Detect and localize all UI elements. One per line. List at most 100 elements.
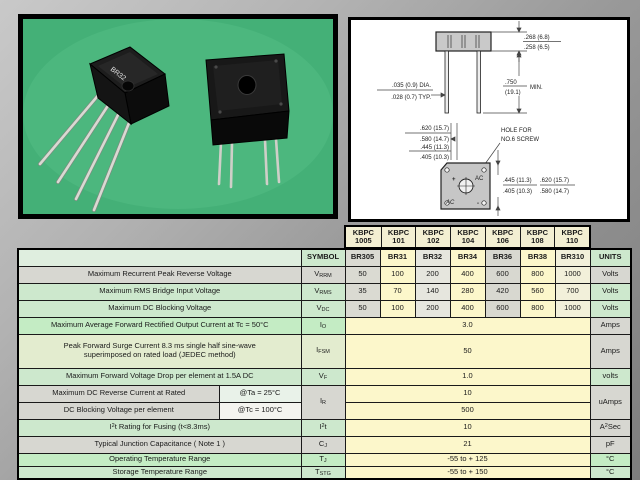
dim-label: (19.1)	[505, 90, 521, 96]
spec-value: 600	[484, 265, 521, 284]
bottom-view: + AC AC -	[440, 162, 491, 210]
device-side-face	[89, 62, 132, 126]
dim-body-width	[405, 123, 458, 160]
lead-wire	[229, 141, 234, 189]
dim-label: .620 (15.7)	[420, 126, 449, 132]
dim-label: .028 (0.7) TYP.	[391, 95, 431, 101]
spec-value: 1000	[554, 299, 591, 318]
dimension-drawing: .268 (6.8) .258 (6.5) .750 (19.1) MIN. .…	[377, 21, 575, 216]
corner-hole	[481, 167, 487, 173]
spec-unit: Volts	[589, 265, 632, 284]
model-header: BR305	[344, 248, 381, 267]
spec-value: 500	[344, 401, 591, 420]
spec-value: 70	[379, 282, 416, 301]
hole-note: HOLE FOR	[501, 128, 532, 134]
dim-label: MIN.	[530, 85, 543, 91]
spec-desc: Typical Junction Capacitance ( Note 1 )	[17, 435, 302, 454]
spec-value: 1.0	[344, 367, 591, 386]
spec-value: 280	[449, 282, 486, 301]
dim-label: .445 (11.3)	[420, 145, 449, 151]
lead-wire	[38, 90, 103, 166]
dim-label: .580 (14.7)	[540, 189, 569, 195]
spec-desc: Maximum Average Forward Rectified Output…	[17, 316, 302, 335]
spec-value: 10	[344, 418, 591, 437]
spec-unit: Amps	[589, 333, 632, 369]
spec-value: 50	[344, 299, 381, 318]
spec-value: 400	[449, 265, 486, 284]
product-photo: BR32	[18, 14, 338, 219]
bridge-rectifier-right	[205, 53, 290, 189]
spec-table: SYMBOL BR305 BR31 BR32 BR34 BR36 BR38 BR…	[17, 248, 632, 480]
units-header: UNITS	[589, 248, 632, 267]
lead-wire	[263, 138, 269, 186]
spec-desc: DC Blocking Voltage per element	[17, 401, 220, 420]
spec-unit: volts	[589, 367, 632, 386]
model-header: BR38	[519, 248, 556, 267]
spec-row-ir-a: Maximum DC Reverse Current at Rated @Ta …	[17, 384, 632, 420]
mounting-hole	[237, 75, 257, 95]
spec-value: -55 to + 125	[344, 452, 591, 467]
spec-value: 800	[519, 299, 556, 318]
spec-value: 10	[344, 384, 591, 403]
spec-unit: pF	[589, 435, 632, 454]
spec-value: 700	[554, 282, 591, 301]
dim-label: .405 (10.3)	[503, 189, 532, 195]
spec-unit: °C	[589, 465, 632, 480]
spec-unit: A2Sec	[589, 418, 632, 437]
spec-unit: Volts	[589, 299, 632, 318]
spec-row-vrrm: Maximum Recurrent Peak Reverse Voltage V…	[17, 265, 632, 284]
dimension-drawing-panel: .268 (6.8) .258 (6.5) .750 (19.1) MIN. .…	[348, 17, 630, 222]
hole-note: NO.6 SCREW	[501, 137, 539, 143]
spec-unit: Amps	[589, 316, 632, 335]
dim-bottom	[495, 150, 575, 216]
dim-body-height	[491, 21, 561, 62]
spec-value: 3.0	[344, 316, 591, 335]
body-side-view	[435, 31, 492, 52]
spec-value: 400	[449, 299, 486, 318]
spec-row-vdc: Maximum DC Blocking Voltage VDC 50 100 2…	[17, 299, 632, 318]
corner-hole	[444, 200, 450, 206]
lead-wire	[92, 116, 133, 212]
product-photo-panel: BR32	[18, 14, 338, 219]
lead-wire	[74, 107, 123, 201]
spec-symbol: CJ	[300, 435, 346, 454]
spec-desc: Storage Temperature Range	[17, 465, 302, 480]
table-header-row: SYMBOL BR305 BR31 BR32 BR34 BR36 BR38 BR…	[17, 248, 632, 267]
bridge-rectifier-left: BR32	[38, 46, 170, 212]
lead-wire	[274, 137, 281, 184]
corner-hole	[481, 200, 487, 206]
dim-label: .035 (0.9) DIA.	[392, 83, 431, 89]
terminal-ac: AC	[445, 200, 455, 206]
spec-symbol: IO	[300, 316, 346, 335]
header-spacer	[17, 248, 302, 267]
dim-lead-dia	[377, 89, 446, 98]
spec-value: 140	[414, 282, 451, 301]
spec-value: 420	[484, 282, 521, 301]
spec-row-tj: Operating Temperature Range TJ -55 to + …	[17, 452, 632, 467]
spec-value: 200	[414, 299, 451, 318]
side-view	[435, 31, 492, 114]
dim-lead-length	[483, 52, 527, 114]
spec-desc: I2t Rating for Fusing (t<8.3ms)	[17, 418, 302, 437]
dim-label: .445 (11.3)	[503, 178, 532, 184]
spec-symbol: VDC	[300, 299, 346, 318]
terminal-ac: AC	[475, 176, 484, 182]
spec-condition: @Ta = 25°C	[218, 384, 302, 403]
spec-row-vf: Maximum Forward Voltage Drop per element…	[17, 367, 632, 386]
terminal-minus: -	[477, 201, 479, 207]
spec-desc: Operating Temperature Range	[17, 452, 302, 467]
lead-wire	[56, 99, 113, 184]
spec-desc: Maximum DC Blocking Voltage	[17, 299, 302, 318]
corner-hole	[444, 167, 450, 173]
spec-unit: uAmps	[589, 384, 632, 420]
model-header: BR31	[379, 248, 416, 267]
spec-value: 100	[379, 265, 416, 284]
mounting-hole	[121, 80, 135, 92]
spec-value: -55 to + 150	[344, 465, 591, 480]
lead-left	[444, 50, 449, 114]
